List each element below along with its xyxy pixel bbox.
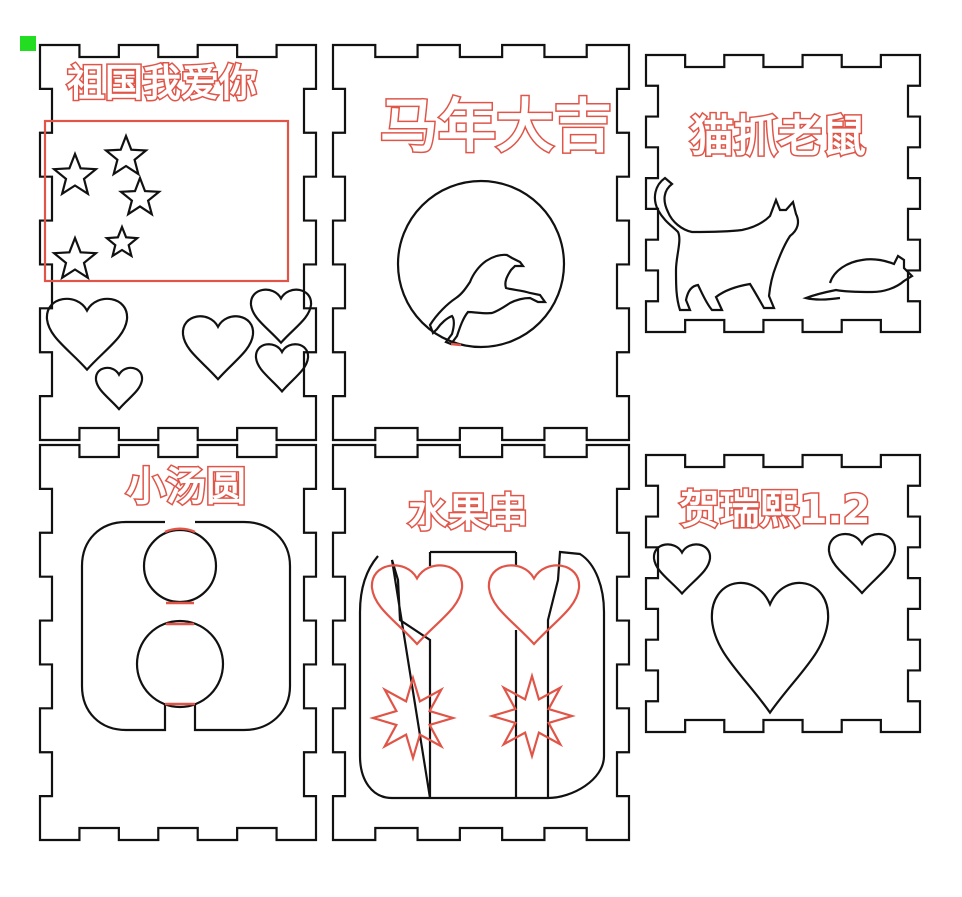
- panel-tangyuan-outline: [38, 443, 318, 842]
- heart-icon: [181, 315, 255, 381]
- panel-horse: 马年大吉: [331, 43, 631, 442]
- moon-circle: [396, 179, 566, 349]
- tangyuan-join-mark: [166, 601, 194, 626]
- star-fruit-icon: [369, 674, 457, 762]
- panel-flag-outline: [38, 43, 318, 442]
- horse-base-mark: [450, 342, 462, 347]
- panel-title-tangyuan: 小汤圆: [126, 464, 246, 510]
- panel-tangyuan: 小汤圆: [38, 443, 318, 842]
- flag-rectangle: [43, 119, 290, 283]
- heart-icon: [710, 581, 830, 715]
- star-icon: [104, 224, 140, 259]
- tangyuan-ball-icon: [135, 619, 225, 709]
- heart-icon: [94, 366, 144, 411]
- mouse-icon: [802, 254, 914, 301]
- panel-cat: 猫抓老鼠: [644, 53, 922, 334]
- heart-fruit-icon: [487, 564, 581, 646]
- star-icon: [118, 174, 162, 217]
- bowl-left-half: [80, 520, 167, 732]
- star-icon: [103, 132, 149, 177]
- horse-icon: [428, 253, 548, 346]
- star-fruit-icon: [488, 672, 576, 760]
- panel-title-fruit: 水果串: [408, 490, 528, 536]
- origin-marker: [20, 36, 36, 51]
- heart-icon: [249, 288, 313, 345]
- skewer-stick: [428, 550, 518, 798]
- heart-icon: [45, 297, 129, 372]
- heart-icon: [254, 343, 310, 394]
- panel-flag: 祖国我爱你: [38, 43, 318, 442]
- panel-title-flag: 祖国我爱你: [67, 61, 257, 105]
- panel-fruit: 水果串: [331, 443, 631, 842]
- star-icon: [51, 150, 99, 197]
- cat-icon: [653, 176, 800, 312]
- panel-title-hearts: 贺瑞熙1.2: [680, 487, 871, 533]
- tangyuan-ball-icon: [142, 528, 218, 604]
- tangyuan-join-mark: [164, 527, 196, 534]
- panel-hearts: 贺瑞熙1.2: [644, 453, 922, 734]
- star-icon: [51, 234, 99, 281]
- bowl-right-half: [193, 520, 292, 732]
- panel-title-cat: 猫抓老鼠: [690, 111, 866, 162]
- panel-cat-outline: [644, 53, 922, 334]
- panel-fruit-outline: [331, 443, 631, 842]
- heart-icon: [827, 533, 897, 595]
- panel-title-horse: 马年大吉: [380, 92, 612, 160]
- panel-horse-outline: [331, 43, 631, 442]
- skewer-frame: [358, 550, 606, 800]
- heart-fruit-icon: [370, 564, 464, 646]
- panel-hearts-outline: [644, 453, 922, 734]
- heart-icon: [652, 543, 712, 596]
